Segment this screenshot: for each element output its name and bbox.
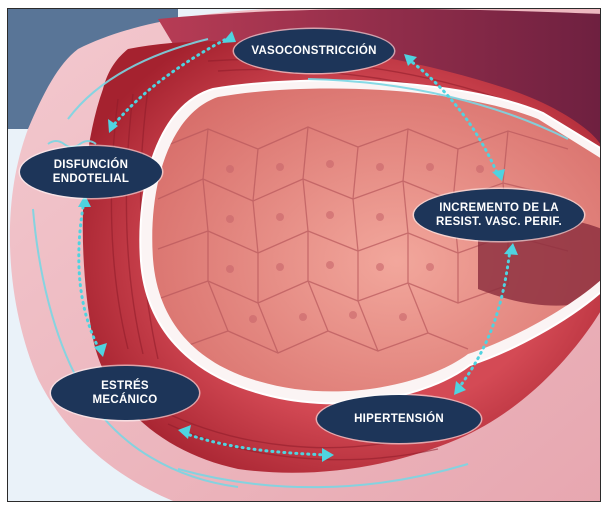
label-incremento-resistencia: INCREMENTO DE LA RESIST. VASC. PERIF. (414, 189, 584, 241)
label-disfuncion-endotelial: DISFUNCIÓN ENDOTELIAL (20, 146, 162, 198)
figure-frame: VASOCONSTRICCIÓN DISFUNCIÓN ENDOTELIAL I… (7, 8, 601, 502)
blood-vessel-illustration (8, 9, 601, 502)
label-estres-mecanico: ESTRÉS MECÁNICO (51, 366, 199, 420)
label-hipertension: HIPERTENSIÓN (317, 395, 481, 443)
label-vasoconstriccion: VASOCONSTRICCIÓN (234, 29, 394, 73)
